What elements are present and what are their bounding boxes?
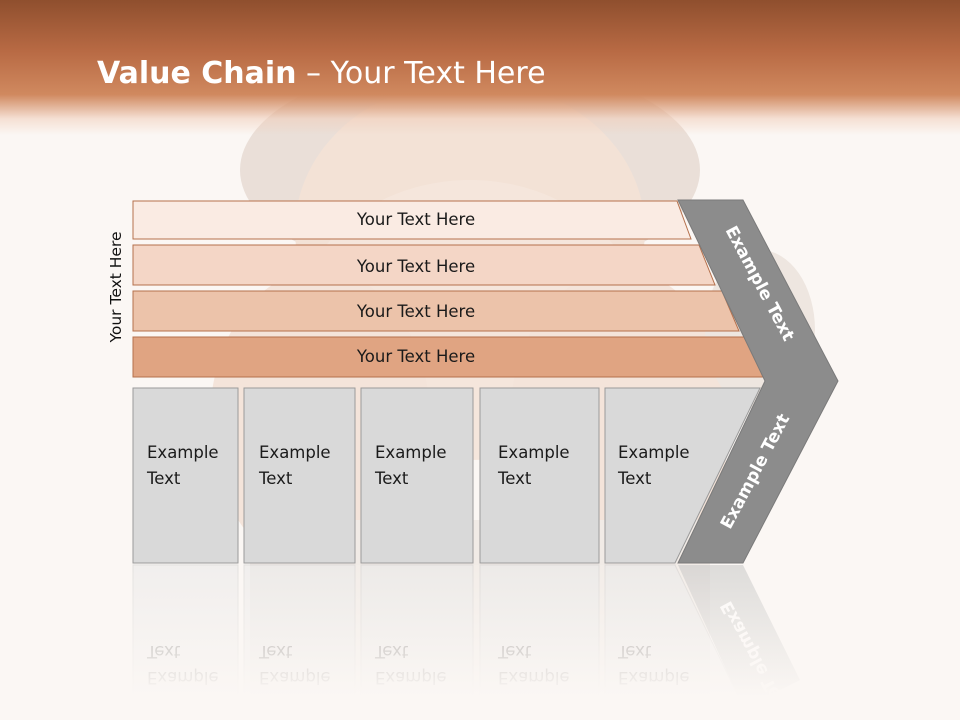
box-1: Example Text <box>243 387 356 564</box>
slide-title-rest: – Your Text Here <box>296 56 546 91</box>
box-0-line2: Text <box>146 469 181 488</box>
margin-arrow-shape <box>677 199 839 564</box>
row-1: Your Text Here <box>132 244 716 286</box>
box-4-line1: Example <box>618 443 690 462</box>
header-band <box>0 0 960 135</box>
box-3-shape <box>479 387 600 564</box>
box-2-shape <box>360 387 474 564</box>
box-1-line2: Text <box>258 469 293 488</box>
box-2-line2: Text <box>374 469 409 488</box>
box-4: Example Text <box>604 387 761 564</box>
box-0-line1: Example <box>147 443 219 462</box>
box-0: Example Text <box>132 387 239 564</box>
box-3-line2: Text <box>497 469 532 488</box>
box-2: Example Text <box>360 387 474 564</box>
box-0-shape <box>132 387 239 564</box>
row-0-shape <box>132 200 692 240</box>
row-3-label: Your Text Here <box>356 347 475 366</box>
row-2: Your Text Here <box>132 290 740 332</box>
box-4-shape <box>604 387 761 564</box>
reflection-fade <box>120 565 860 720</box>
row-1-shape <box>132 244 716 286</box>
box-1-shape <box>243 387 356 564</box>
row-2-label: Your Text Here <box>356 302 475 321</box>
slide-title-bold: Value Chain <box>97 56 297 91</box>
box-3: Example Text <box>479 387 600 564</box>
box-1-line1: Example <box>259 443 331 462</box>
row-0-label: Your Text Here <box>356 210 475 229</box>
box-2-line1: Example <box>375 443 447 462</box>
row-3: Your Text Here <box>132 336 764 378</box>
row-2-shape <box>132 290 740 332</box>
slide-title: Value Chain – Your Text Here <box>97 54 546 94</box>
row-1-label: Your Text Here <box>356 257 475 276</box>
box-4-line2: Text <box>617 469 652 488</box>
side-label: Your Text Here <box>107 231 125 343</box>
row-0: Your Text Here <box>132 200 692 240</box>
box-3-line1: Example <box>498 443 570 462</box>
